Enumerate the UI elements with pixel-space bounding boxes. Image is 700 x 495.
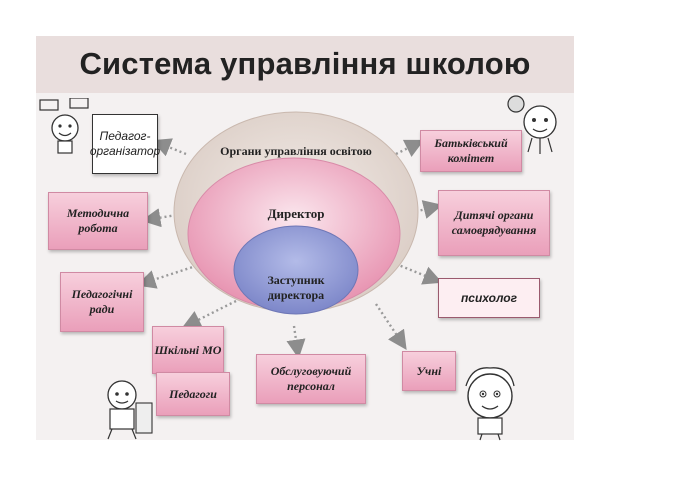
- box-school-mo: Шкільні МО: [152, 326, 224, 374]
- title-bar: Система управління школою: [36, 36, 574, 93]
- box-psychologist: психолог: [438, 278, 540, 318]
- box-teachers: Педагоги: [156, 372, 230, 416]
- cartoon-boy-top-left-icon: [39, 98, 89, 154]
- box-service-staff: Обслуговуючий персонал: [256, 354, 366, 404]
- arrow-to-school-mo: [181, 299, 237, 329]
- diagram-canvas: [136, 111, 443, 359]
- arrow-to-students: [375, 303, 407, 350]
- cartoon-boy-bottom-right-icon: [465, 367, 515, 441]
- inner-ellipse: [233, 225, 359, 315]
- arrow-to-ped-councils: [136, 259, 212, 289]
- inner-ellipse-label: Заступник директора: [267, 273, 325, 302]
- cartoon-boy-top-right-icon: [507, 95, 557, 154]
- slide: Система управління школою: [36, 36, 574, 440]
- cartoon-boy-bottom-left-icon: [107, 380, 153, 440]
- page-title: Система управління школою: [79, 46, 531, 81]
- arrow-to-methodical-work: [141, 208, 202, 228]
- outer-ellipse-label: Органи управління освітою: [220, 144, 372, 158]
- box-methodical-work: Методична робота: [48, 192, 148, 250]
- arrow-to-parents-committee: [395, 139, 425, 158]
- arrow-to-pedagog-organizer: [151, 138, 187, 157]
- box-parents-committee: Батьківський комітет: [420, 130, 522, 172]
- middle-ellipse-label: Директор: [267, 206, 325, 221]
- box-students: Учні: [402, 351, 456, 391]
- box-children-bodies: Дитячі органи самоврядування: [438, 190, 550, 256]
- arrow-to-service-staff: [286, 325, 306, 359]
- arrow-to-psychologist: [395, 262, 443, 285]
- box-ped-councils: Педагогічні ради: [60, 272, 144, 332]
- box-pedagog-organizer: Педагог-організатор: [90, 114, 160, 174]
